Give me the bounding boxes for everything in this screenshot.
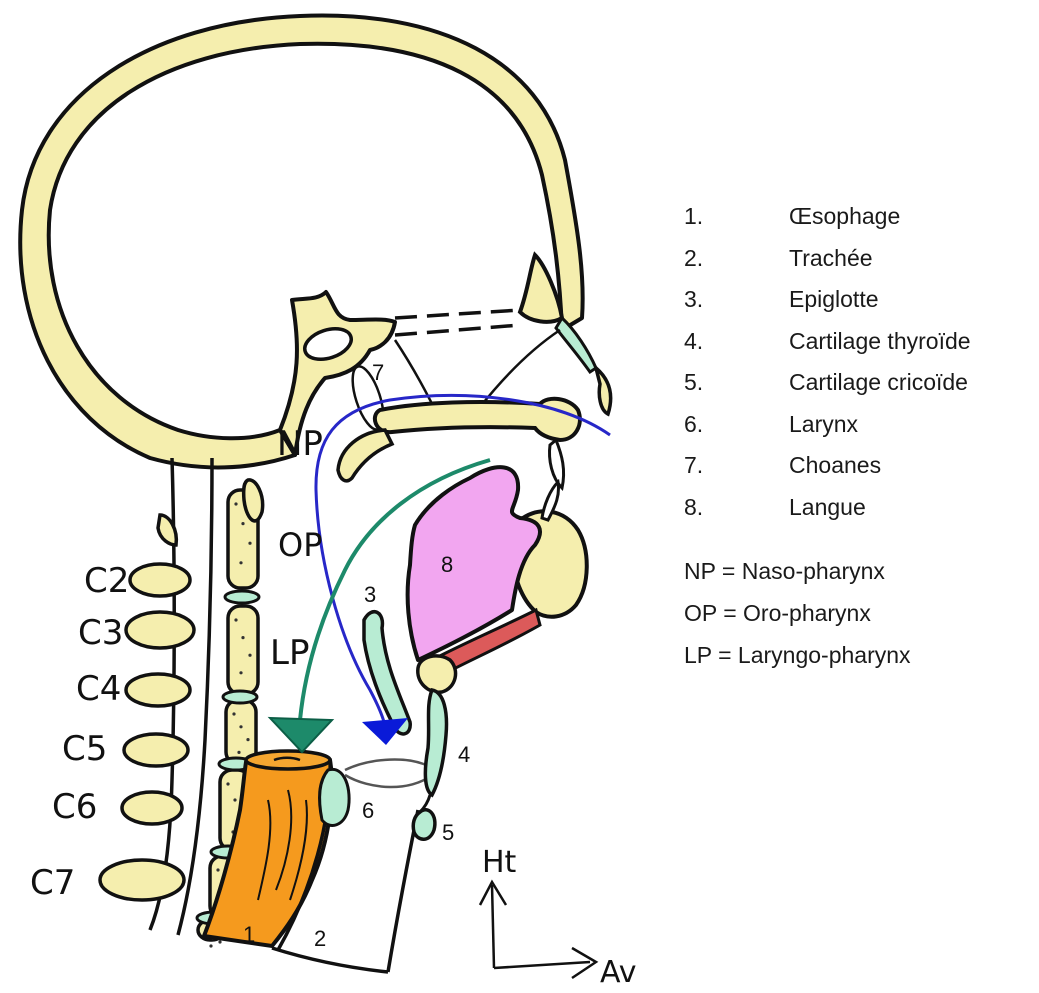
orientation-up-label: Ht: [482, 845, 517, 880]
legend-number: 6.: [684, 404, 789, 446]
part-number-5: 5: [442, 820, 454, 845]
bone-texture-dot: [226, 782, 229, 785]
bone-texture-dot: [239, 561, 242, 564]
spinous-process: [124, 734, 188, 766]
legend: 1.Œsophage 2.Trachée 3.Epiglotte 4.Carti…: [684, 196, 1034, 676]
trachea-bottom: [272, 948, 388, 972]
dens: [244, 480, 263, 521]
vocal-fold-upper: [345, 760, 432, 770]
legend-label: Cartilage cricoïde: [789, 369, 968, 395]
bone-texture-dot: [216, 868, 219, 871]
thyroid-cartilage: [425, 690, 446, 795]
legend-item: 4.Cartilage thyroïde: [684, 321, 1034, 363]
spinous-process: [126, 612, 194, 648]
orientation-vertical-axis: [492, 885, 494, 968]
vertebra-label: C6: [52, 787, 97, 827]
cricoid-cartilage: [413, 810, 435, 840]
intervertebral-disc: [225, 591, 259, 603]
legend-item: 2.Trachée: [684, 238, 1034, 280]
hard-palate: [375, 399, 580, 440]
legend-number: 5.: [684, 362, 789, 404]
legend-item: 5.Cartilage cricoïde: [684, 362, 1034, 404]
epiglottis: [364, 612, 410, 734]
abbreviation-list: NP = Naso-pharynx OP = Oro-pharynx LP = …: [684, 550, 1034, 676]
legend-item: 3.Epiglotte: [684, 279, 1034, 321]
vocal-fold-lower: [345, 775, 432, 787]
dashed-line-lower: [395, 325, 520, 335]
part-number-6: 6: [362, 798, 374, 823]
bone-texture-dot: [218, 940, 221, 943]
legend-number: 1.: [684, 196, 789, 238]
legend-label: Larynx: [789, 411, 858, 437]
upper-incisor: [550, 440, 564, 488]
arytenoid-cartilage: [320, 769, 350, 825]
bone-texture-dot: [248, 542, 251, 545]
vertebra-label: C4: [76, 669, 121, 709]
bone-texture-dot: [237, 751, 240, 754]
abbreviation-np: NP = Naso-pharynx: [684, 550, 1034, 592]
oesophagus-top: [246, 751, 330, 769]
bone-texture-dot: [233, 798, 236, 801]
spinous-process: [130, 564, 190, 596]
bone-texture-dot: [209, 944, 212, 947]
spinous-process: [122, 792, 182, 824]
hyoid-bone: [418, 656, 456, 692]
vertebra-label: C7: [30, 863, 75, 903]
bone-texture-dot: [246, 738, 249, 741]
part-number-8: 8: [441, 552, 453, 577]
part-number-2: 2: [314, 926, 326, 951]
label-lp: LP: [270, 633, 309, 673]
bone-texture-dot: [241, 522, 244, 525]
legend-item: 6.Larynx: [684, 404, 1034, 446]
spinous-process: [126, 674, 190, 706]
part-number-1: 1: [243, 922, 255, 947]
vertebral-body: [228, 606, 258, 694]
bone-texture-dot: [234, 502, 237, 505]
bone-texture-dot: [248, 654, 251, 657]
label-np: NP: [277, 424, 323, 464]
bone-texture-dot: [241, 636, 244, 639]
vertebra-label: C3: [78, 613, 123, 653]
legend-number: 7.: [684, 445, 789, 487]
legend-number: 2.: [684, 238, 789, 280]
legend-number: 8.: [684, 487, 789, 529]
abbreviation-lp: LP = Laryngo-pharynx: [684, 634, 1034, 676]
dashed-line-upper: [395, 310, 520, 318]
part-number-3: 3: [364, 582, 376, 607]
soft-palate: [338, 430, 392, 481]
orientation-horizontal-axis: [494, 962, 590, 968]
part-number-4: 4: [458, 742, 470, 767]
bone-texture-dot: [234, 618, 237, 621]
legend-label: Langue: [789, 494, 866, 520]
vertebra-label: C5: [62, 729, 107, 769]
abbreviation-op: OP = Oro-pharynx: [684, 592, 1034, 634]
bone-texture-dot: [232, 712, 235, 715]
legend-label: Epiglotte: [789, 286, 879, 312]
legend-label: Choanes: [789, 452, 881, 478]
legend-label: Trachée: [789, 245, 873, 271]
bone-texture-dot: [239, 671, 242, 674]
oral-airflow-arrowhead: [270, 718, 332, 752]
part-number-7: 7: [372, 360, 384, 385]
spinous-process: [100, 860, 184, 900]
legend-item: 7.Choanes: [684, 445, 1034, 487]
orientation-forward-label: Av: [600, 955, 637, 988]
bone-texture-dot: [239, 725, 242, 728]
legend-item: 8.Langue: [684, 487, 1034, 529]
legend-label: Œsophage: [789, 203, 900, 229]
legend-number: 3.: [684, 279, 789, 321]
vertebra-label: C2: [84, 561, 129, 601]
label-op: OP: [278, 526, 322, 564]
legend-label: Cartilage thyroïde: [789, 328, 971, 354]
intervertebral-disc: [223, 691, 257, 703]
legend-number: 4.: [684, 321, 789, 363]
nasal-cartilage: [556, 318, 596, 372]
legend-item: 1.Œsophage: [684, 196, 1034, 238]
nose-tip: [596, 368, 611, 414]
